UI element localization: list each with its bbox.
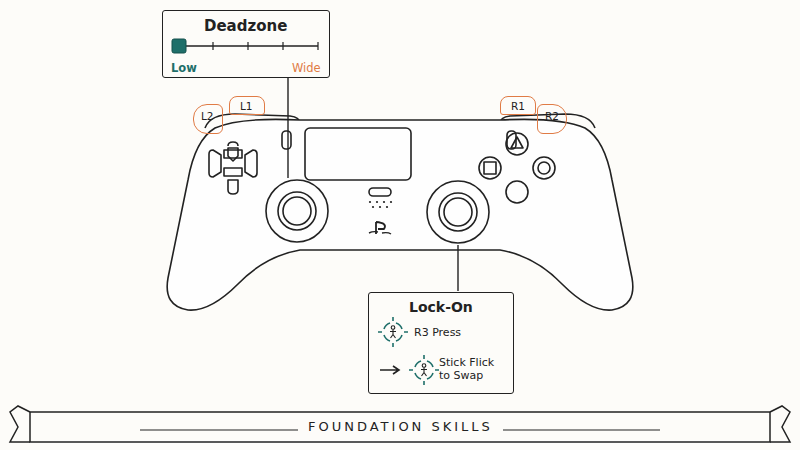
speaker-dots xyxy=(369,201,392,208)
button-label: L1 xyxy=(240,100,253,112)
callout-title: Lock-On xyxy=(409,299,473,315)
shoulder-button: L1 xyxy=(229,96,265,115)
banner: FOUNDATION SKILLS xyxy=(30,412,770,442)
leader-line xyxy=(457,245,458,291)
shoulder-button: R1 xyxy=(500,96,536,115)
button-label: R2 xyxy=(545,110,559,122)
banner-title: FOUNDATION SKILLS xyxy=(298,420,503,435)
button-label: L2 xyxy=(201,110,214,122)
target-icon xyxy=(409,355,439,385)
action-label: R3 Press xyxy=(414,327,461,340)
controller-body xyxy=(167,114,633,310)
target-icon xyxy=(378,317,408,347)
action-label: Stick Flick to Swap xyxy=(439,357,505,382)
slider xyxy=(172,39,318,53)
callout-title: Deadzone xyxy=(204,18,287,35)
leader-line xyxy=(287,77,288,178)
flick-arrow xyxy=(380,366,399,374)
shoulder-button: R2 xyxy=(537,104,567,134)
deadzone-callout: DeadzoneLow Wide xyxy=(162,10,330,78)
slider-max-label: Wide xyxy=(292,62,321,75)
banner-ribbon xyxy=(10,406,790,442)
button-label: R1 xyxy=(511,100,525,112)
lock-on-callout: Lock-On R3 PressStick Flick to Swap xyxy=(368,292,514,394)
slider-min-label: Low xyxy=(171,62,197,75)
shoulder-button: L2 xyxy=(193,104,223,134)
